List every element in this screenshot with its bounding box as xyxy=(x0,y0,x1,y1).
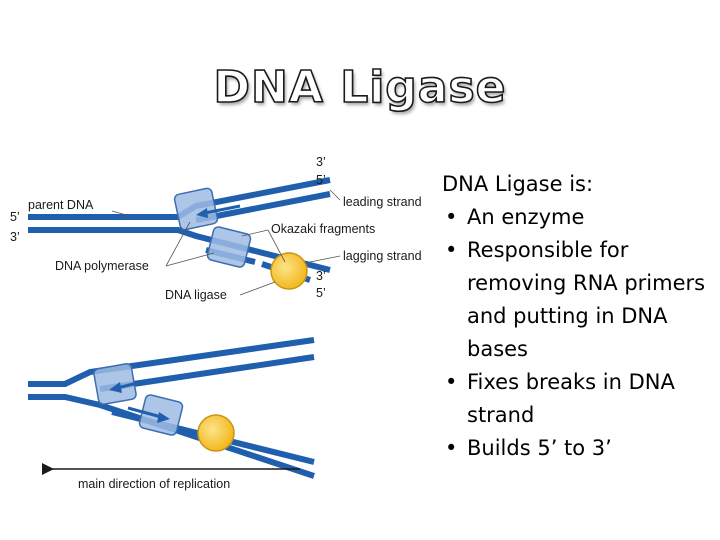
label-end-3-left: 3’ xyxy=(10,230,20,244)
label-end-5-top: 5’ xyxy=(316,173,326,187)
leading-arrowhead xyxy=(196,208,208,218)
dna-ligase-enzyme xyxy=(270,252,308,290)
label-end-5-left: 5’ xyxy=(10,210,20,224)
slide-title: DNA Ligase xyxy=(213,61,507,114)
leading-strand-new xyxy=(195,191,331,223)
leader-okazaki-b xyxy=(267,229,286,263)
bottom-upper-strand-outer xyxy=(28,337,315,387)
leader-polymerase-b xyxy=(165,252,215,267)
label-end-3-lagging: 3’ xyxy=(316,269,326,283)
label-dna-ligase: DNA ligase xyxy=(165,288,227,302)
parent-dna-lower-strand xyxy=(28,227,331,273)
bottom-arrowhead-lower xyxy=(157,412,170,423)
label-end-3-top: 3’ xyxy=(316,155,326,169)
text-panel: DNA Ligase is: An enzyme Responsible for… xyxy=(442,168,712,465)
bottom-polymerase-upper xyxy=(93,363,137,405)
label-lagging-strand: lagging strand xyxy=(343,249,422,263)
leader-okazaki-a xyxy=(241,229,269,237)
bottom-dna-ligase xyxy=(197,414,235,452)
dna-polymerase-lagging xyxy=(206,226,252,268)
leader-ligase xyxy=(239,281,276,296)
label-leading-strand: leading strand xyxy=(343,195,422,209)
bullet-item: Builds 5’ to 3’ xyxy=(442,432,712,465)
bullet-list: An enzyme Responsible for removing RNA p… xyxy=(442,201,712,465)
leader-leading-strand xyxy=(329,189,341,201)
label-end-5-lagging: 5’ xyxy=(316,286,326,300)
label-main-direction: main direction of replication xyxy=(78,477,230,491)
dna-polymerase-leading xyxy=(173,187,219,231)
bullet-item: Fixes breaks in DNA strand xyxy=(442,366,712,432)
leader-parent-dna xyxy=(111,210,131,217)
bottom-arrowhead-upper xyxy=(109,382,122,393)
label-okazaki-fragments: Okazaki fragments xyxy=(271,222,375,236)
bullet-item: An enzyme xyxy=(442,201,712,234)
text-panel-intro: DNA Ligase is: xyxy=(442,172,594,196)
label-parent-dna: parent DNA xyxy=(28,198,94,212)
label-dna-polymerase: DNA polymerase xyxy=(55,259,149,273)
leader-polymerase-a xyxy=(165,221,191,267)
bullet-item: Responsible for removing RNA primers and… xyxy=(442,234,712,366)
leader-lagging-strand xyxy=(304,255,341,264)
